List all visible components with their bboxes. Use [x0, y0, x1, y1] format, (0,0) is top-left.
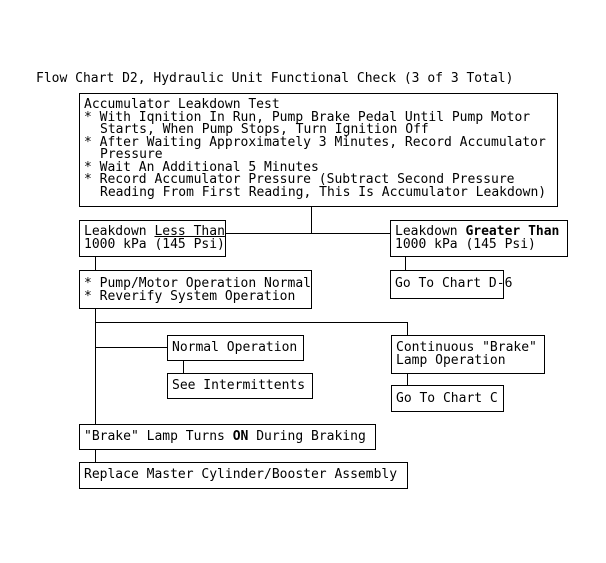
node-normal-operation: Normal Operation [167, 335, 304, 361]
node-text: * Pump/Motor Operation Normal [84, 276, 311, 291]
node-replace-master-cylinder: Replace Master Cylinder/Booster Assembly [79, 462, 408, 489]
step-text: * With Iqnition In Run, Pump Brake Pedal… [84, 109, 531, 125]
node-text: 1000 kPa (145 Psi) [84, 236, 225, 252]
node-text: Leakdown [395, 224, 466, 239]
node-text: "Brake" Lamp Turns [84, 429, 233, 444]
node-text: During Braking [248, 429, 366, 444]
node-continuous-brake-lamp: Continuous "Brake"Lamp Operation [391, 335, 545, 374]
node-text: * Reverify System Operation [84, 288, 296, 304]
node-see-intermittents: See Intermittents [167, 373, 313, 399]
node-accumulator-test: Accumulator Leakdown Test* With Iqnition… [79, 93, 558, 207]
step-text: Pressure [100, 147, 163, 162]
node-goto-c: Go To Chart C [391, 385, 504, 412]
node-pump-normal: * Pump/Motor Operation Normal* Reverify … [79, 270, 312, 309]
step-text: * After Waiting Approximately 3 Minutes,… [84, 134, 546, 150]
step-text: Starts, When Pump Stops, Turn Ignition O… [100, 122, 429, 137]
node-heading: Accumulator Leakdown Test [84, 97, 280, 112]
chart-title: Flow Chart D2, Hydraulic Unit Functional… [36, 71, 514, 86]
node-brake-lamp-on: "Brake" Lamp Turns ON During Braking [79, 424, 376, 450]
step-text: Reading From First Reading, This Is Accu… [100, 184, 547, 200]
node-text: Leakdown [84, 224, 155, 239]
node-emphasis: ON [232, 429, 249, 444]
node-text: Lamp Operation [396, 352, 506, 368]
node-emphasis: Greater Than [465, 224, 560, 239]
step-text: * Record Accumulator Pressure (Subtract … [84, 172, 515, 187]
node-text: 1000 kPa (145 Psi) [395, 236, 536, 252]
node-goto-d6: Go To Chart D-6 [390, 270, 512, 299]
node-emphasis: Less Than [154, 224, 225, 239]
node-text: Continuous "Brake" [396, 340, 537, 355]
step-text: * Wait An Additional 5 Minutes [84, 159, 319, 175]
